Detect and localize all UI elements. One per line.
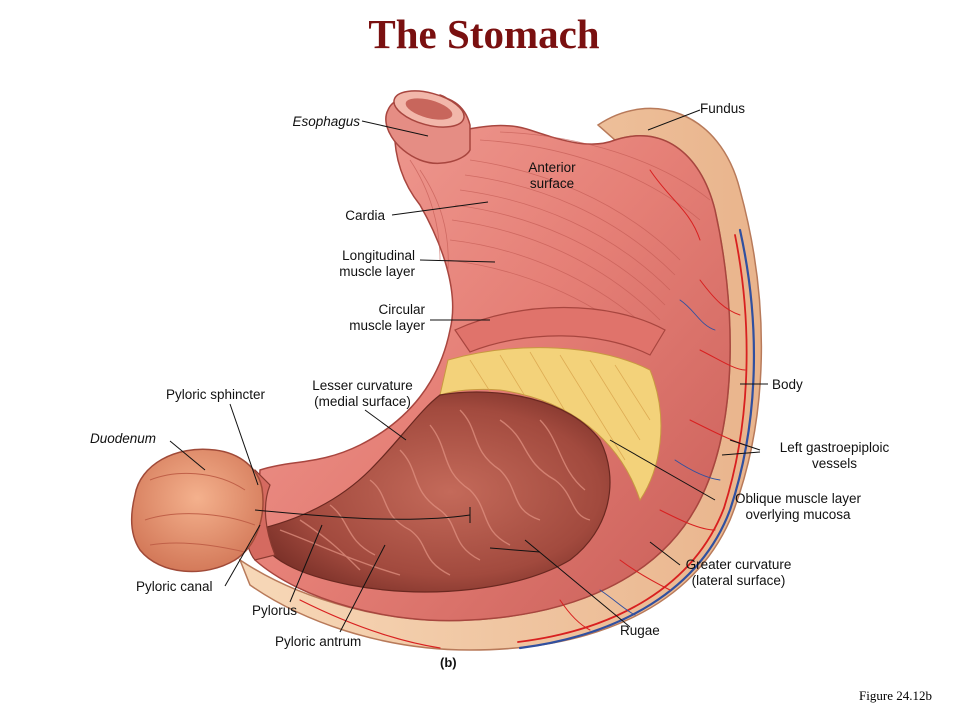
page-title: The Stomach bbox=[368, 11, 600, 57]
oblique-muscle-layer bbox=[439, 347, 662, 502]
label-pylorus: Pylorus bbox=[252, 603, 298, 618]
label-anterior-surface: Anterior surface bbox=[528, 160, 576, 191]
label-oblique-muscle-layer: Oblique muscle layer overlying mucosa bbox=[734, 491, 862, 522]
label-pyloric-sphincter: Pyloric sphincter bbox=[166, 387, 266, 402]
label-body: Body bbox=[772, 377, 803, 392]
label-rugae: Rugae bbox=[620, 623, 660, 638]
label-duodenum: Duodenum bbox=[90, 431, 157, 446]
label-greater-curvature: Greater curvature (lateral surface) bbox=[685, 557, 792, 588]
label-cardia: Cardia bbox=[345, 208, 385, 223]
label-pyloric-canal: Pyloric canal bbox=[136, 579, 213, 594]
circular-muscle-band bbox=[454, 306, 666, 356]
left-gastroepiploic-vessel bbox=[518, 228, 756, 650]
panel-label: (b) bbox=[440, 655, 457, 670]
figure-reference: Figure 24.12b bbox=[859, 688, 932, 703]
duodenum bbox=[130, 448, 264, 573]
label-longitudinal-muscle-layer: Longitudinal muscle layer bbox=[339, 248, 415, 279]
label-pyloric-antrum: Pyloric antrum bbox=[275, 634, 362, 649]
label-esophagus: Esophagus bbox=[292, 114, 360, 129]
label-lesser-curvature: Lesser curvature (medial surface) bbox=[312, 378, 413, 409]
label-left-gastroepiploic-vessels: Left gastroepiploic vessels bbox=[779, 440, 890, 471]
label-fundus: Fundus bbox=[700, 101, 746, 116]
label-circular-muscle-layer: Circular muscle layer bbox=[349, 302, 425, 333]
